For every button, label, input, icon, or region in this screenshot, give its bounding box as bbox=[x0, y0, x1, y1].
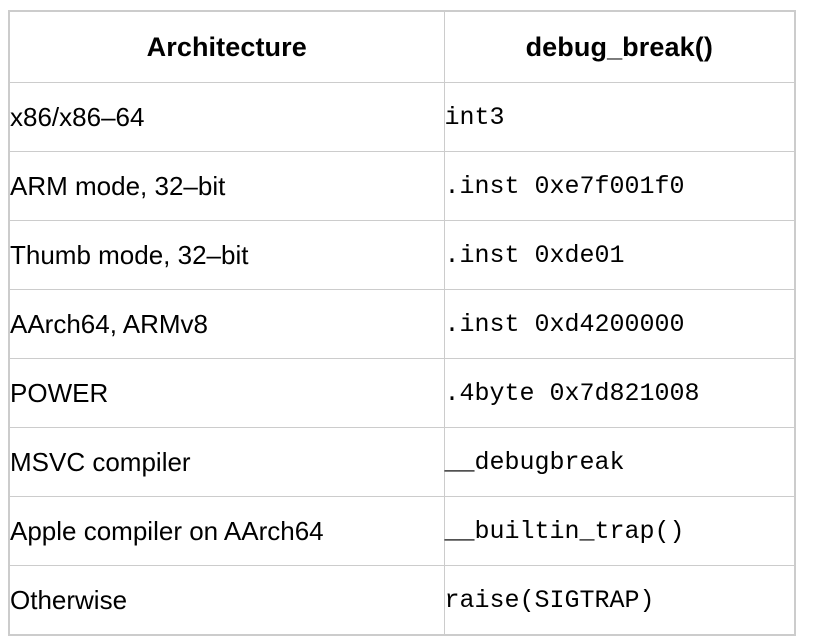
table-header: Architecture debug_break() bbox=[8, 10, 796, 83]
cell-architecture: Apple compiler on AArch64 bbox=[8, 496, 445, 566]
architecture-debug-break-table: Architecture debug_break() x86/x86–64 in… bbox=[8, 10, 796, 636]
cell-architecture: AArch64, ARMv8 bbox=[8, 289, 445, 359]
table-row: x86/x86–64 int3 bbox=[8, 82, 796, 152]
table-row: Otherwise raise(SIGTRAP) bbox=[8, 565, 796, 636]
cell-architecture: Thumb mode, 32–bit bbox=[8, 220, 445, 290]
table-header-row: Architecture debug_break() bbox=[8, 10, 796, 83]
cell-architecture: x86/x86–64 bbox=[8, 82, 445, 152]
table-row: Thumb mode, 32–bit .inst 0xde01 bbox=[8, 220, 796, 290]
table-row: MSVC compiler __debugbreak bbox=[8, 427, 796, 497]
table-body: x86/x86–64 int3 ARM mode, 32–bit .inst 0… bbox=[8, 82, 796, 636]
column-header-debug-break: debug_break() bbox=[443, 10, 796, 83]
cell-architecture: MSVC compiler bbox=[8, 427, 445, 497]
cell-debug-break: int3 bbox=[443, 82, 796, 152]
cell-architecture: ARM mode, 32–bit bbox=[8, 151, 445, 221]
cell-debug-break: .inst 0xde01 bbox=[443, 220, 796, 290]
table-row: ARM mode, 32–bit .inst 0xe7f001f0 bbox=[8, 151, 796, 221]
cell-debug-break: .inst 0xd4200000 bbox=[443, 289, 796, 359]
cell-debug-break: __builtin_trap() bbox=[443, 496, 796, 566]
table-row: AArch64, ARMv8 .inst 0xd4200000 bbox=[8, 289, 796, 359]
cell-architecture: Otherwise bbox=[8, 565, 445, 636]
cell-debug-break: .4byte 0x7d821008 bbox=[443, 358, 796, 428]
cell-architecture: POWER bbox=[8, 358, 445, 428]
table-row: POWER .4byte 0x7d821008 bbox=[8, 358, 796, 428]
cell-debug-break: raise(SIGTRAP) bbox=[443, 565, 796, 636]
debug-break-table-container: Architecture debug_break() x86/x86–64 in… bbox=[8, 10, 796, 636]
column-header-architecture: Architecture bbox=[8, 10, 445, 83]
table-row: Apple compiler on AArch64 __builtin_trap… bbox=[8, 496, 796, 566]
cell-debug-break: .inst 0xe7f001f0 bbox=[443, 151, 796, 221]
cell-debug-break: __debugbreak bbox=[443, 427, 796, 497]
